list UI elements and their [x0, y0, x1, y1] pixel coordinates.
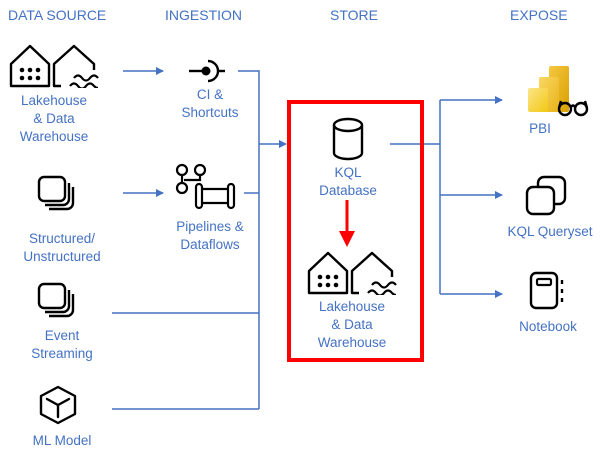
source-lakehouse-label: Lakehouse & Data Warehouse [19, 93, 89, 144]
stacked-layers-icon [37, 175, 75, 211]
pipeline-icon [175, 163, 236, 210]
ingestion-ci-shortcuts-label: CI & Shortcuts [181, 87, 239, 120]
expose-kql-queryset-label: KQL Queryset [507, 224, 593, 239]
expose-notebook-label: Notebook [519, 319, 577, 334]
store-highlight-box [287, 100, 424, 362]
notebook-icon [529, 271, 564, 310]
shortcut-connector-icon [189, 59, 225, 83]
header-expose: EXPOSE [510, 7, 568, 23]
stacked-layers-icon [37, 282, 75, 318]
power-bi-icon [528, 66, 589, 117]
ingestion-pipelines-label: Pipelines & Dataflows [176, 219, 244, 252]
store-kql-database-label: KQL Database [319, 165, 377, 198]
store-lakehouse-label: Lakehouse & Data Warehouse [317, 299, 387, 350]
queryset-icon [525, 175, 567, 216]
red-arrowhead [339, 231, 355, 247]
lakehouse-warehouse-icon [307, 251, 397, 295]
source-event-streaming-label: Event Streaming [31, 328, 93, 361]
lakehouse-warehouse-icon [9, 44, 99, 88]
database-cylinder-icon [332, 117, 364, 161]
cube-icon [39, 385, 77, 425]
header-data-source: DATA SOURCE [8, 7, 107, 23]
header-store: STORE [330, 7, 378, 23]
header-ingestion: INGESTION [165, 7, 243, 23]
source-structured-label: Structured/ Unstructured [23, 231, 101, 264]
expose-pbi-label: PBI [529, 121, 551, 136]
source-ml-model-label: ML Model [32, 433, 92, 448]
line-ci-to-bus [238, 70, 260, 409]
